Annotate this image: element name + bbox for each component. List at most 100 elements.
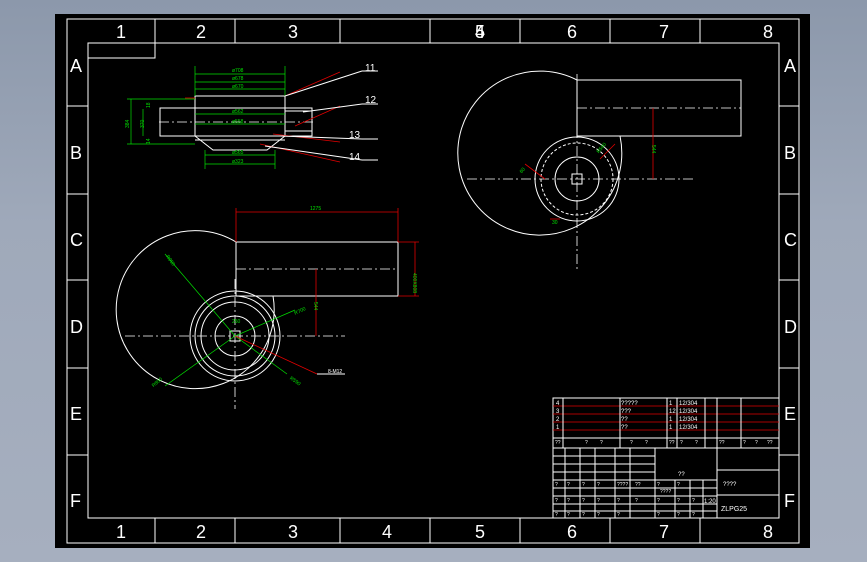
title-cell: ? xyxy=(657,482,660,488)
radius-line xyxy=(164,335,236,387)
title-cell: ? xyxy=(567,512,570,518)
callout-number: 14 xyxy=(349,152,361,163)
bom-header-cell: ? xyxy=(600,440,603,446)
cad-drawing: 1 2 3 4 5 6 7 8 1 2 3 4 5 6 7 8 A B C D … xyxy=(66,18,800,544)
plan-dimensions: 1275 R950 R850 R700 R590 544 400X808 250… xyxy=(151,206,419,389)
bom-header-cell: ? xyxy=(630,440,633,446)
inner-frame xyxy=(87,42,780,519)
dim-text: 400X808 xyxy=(411,273,417,293)
dim-text: R850 xyxy=(151,376,164,388)
title-cell: ? xyxy=(597,512,600,518)
dim-text: 60 xyxy=(519,167,527,175)
bom-cell: ??? xyxy=(621,409,632,415)
dim-text: 18 xyxy=(146,102,152,108)
callout-leader xyxy=(284,70,363,97)
title-cell: ? xyxy=(582,482,585,488)
plan-view: 1275 R950 R850 R700 R590 544 400X808 250… xyxy=(115,206,419,409)
drawing-number: ZLPG25 xyxy=(721,506,747,513)
col-label: 8 xyxy=(763,22,773,42)
frame-column-ticks xyxy=(154,19,701,543)
section-leaders xyxy=(185,71,341,163)
bom-header-cell: ? xyxy=(695,440,698,446)
bom-cell: 1 xyxy=(669,417,673,423)
title-row-b: ? ? ? ? ? ? ? ? ? xyxy=(555,498,695,504)
leader xyxy=(234,335,318,375)
bom-header-cell: ?? xyxy=(669,440,675,446)
inlet-ring xyxy=(189,290,281,382)
dim-text: ø670 xyxy=(232,84,244,90)
row-label: E xyxy=(70,404,82,424)
title-cell: ? xyxy=(582,498,585,504)
bom-cell: 4 xyxy=(556,401,560,407)
col-label: 5 xyxy=(475,22,485,42)
dim-text: 1275 xyxy=(310,206,321,212)
dim-text: ø562 xyxy=(232,109,244,115)
callout-lines xyxy=(264,70,378,161)
title-cell: ? xyxy=(677,498,680,504)
row-labels-right: A B C D E F xyxy=(784,56,797,511)
row-label: F xyxy=(784,491,795,511)
title-cell: ? xyxy=(617,498,620,504)
callout-leader xyxy=(279,135,363,140)
bom-cell: ????? xyxy=(621,401,638,407)
bom-cell: 1 xyxy=(669,425,673,431)
row-label: B xyxy=(70,143,82,163)
dim-text: ø558 xyxy=(232,119,244,125)
col-label: 1 xyxy=(116,522,126,542)
bom-cell: 3 xyxy=(556,409,560,415)
dim-text: ø565 xyxy=(232,150,244,156)
title-cell: ? xyxy=(597,482,600,488)
callout-number: 12 xyxy=(365,95,377,106)
leader xyxy=(284,71,341,97)
title-cell: ? xyxy=(692,512,695,518)
row-label: D xyxy=(70,317,83,337)
dim-text: 544 xyxy=(650,145,656,154)
title-cell: ? xyxy=(657,512,660,518)
bom-cell: ?? xyxy=(621,425,628,431)
dim-text: 14 xyxy=(146,138,152,144)
title-cell: ? xyxy=(635,498,638,504)
bom-header-cell: ? xyxy=(755,440,758,446)
title-row-a: ? ? ? ? ???? ?? ? ? xyxy=(555,482,680,488)
bom-cell: 12/304 xyxy=(679,409,698,415)
scale-value: 1:20 xyxy=(704,499,716,505)
title-cell: ???? xyxy=(660,489,671,495)
radius-line xyxy=(234,309,296,337)
dim-text: 544 xyxy=(312,302,318,311)
dim-text: 384 xyxy=(125,119,131,128)
bom-header-cell: ?? xyxy=(719,440,725,446)
row-label: E xyxy=(784,404,796,424)
dim-text: R700 xyxy=(293,306,307,317)
row-label: B xyxy=(784,143,796,163)
bom-rows: 4 ????? 1 12/304 3 ??? 12 12/304 2 ?? 1 … xyxy=(556,401,698,431)
row-label: C xyxy=(784,230,797,250)
title-row-d: ? ? ? ? ? ? ? ? xyxy=(555,512,695,518)
bom-header-cell: ? xyxy=(680,440,683,446)
row-label: C xyxy=(70,230,83,250)
bom-grid xyxy=(553,398,779,449)
bom-cell: ?? xyxy=(621,417,628,423)
title-grid xyxy=(553,448,779,518)
column-labels-top: 1 2 3 4 5 6 7 8 xyxy=(116,22,773,42)
col-label: 2 xyxy=(196,522,206,542)
bom-cell: 1 xyxy=(669,401,673,407)
dim-text: ø323 xyxy=(232,159,244,165)
title-cell: ? xyxy=(555,482,558,488)
row-labels-left: A B C D E F xyxy=(70,56,83,511)
col-label: 4 xyxy=(475,22,485,42)
note-text: 8-M12 xyxy=(328,369,342,375)
bom-header: ?? ? ? ? ? ?? ? ? ?? ? ? ?? xyxy=(555,440,773,446)
bom-header-cell: ? xyxy=(585,440,588,446)
col-label: 6 xyxy=(567,22,577,42)
flange xyxy=(194,95,286,109)
bom-cell: 1 xyxy=(556,425,560,431)
title-cell: ? xyxy=(692,498,695,504)
side-view: 544 60 30 R500 xyxy=(457,70,742,269)
dim-text: R590 xyxy=(288,376,301,388)
corner-box xyxy=(88,43,156,59)
col-label: 6 xyxy=(567,522,577,542)
row-label: D xyxy=(784,317,797,337)
col-label: 3 xyxy=(288,22,298,42)
side-dimensions: 544 60 30 R500 xyxy=(519,108,656,226)
side-plate xyxy=(284,110,313,132)
